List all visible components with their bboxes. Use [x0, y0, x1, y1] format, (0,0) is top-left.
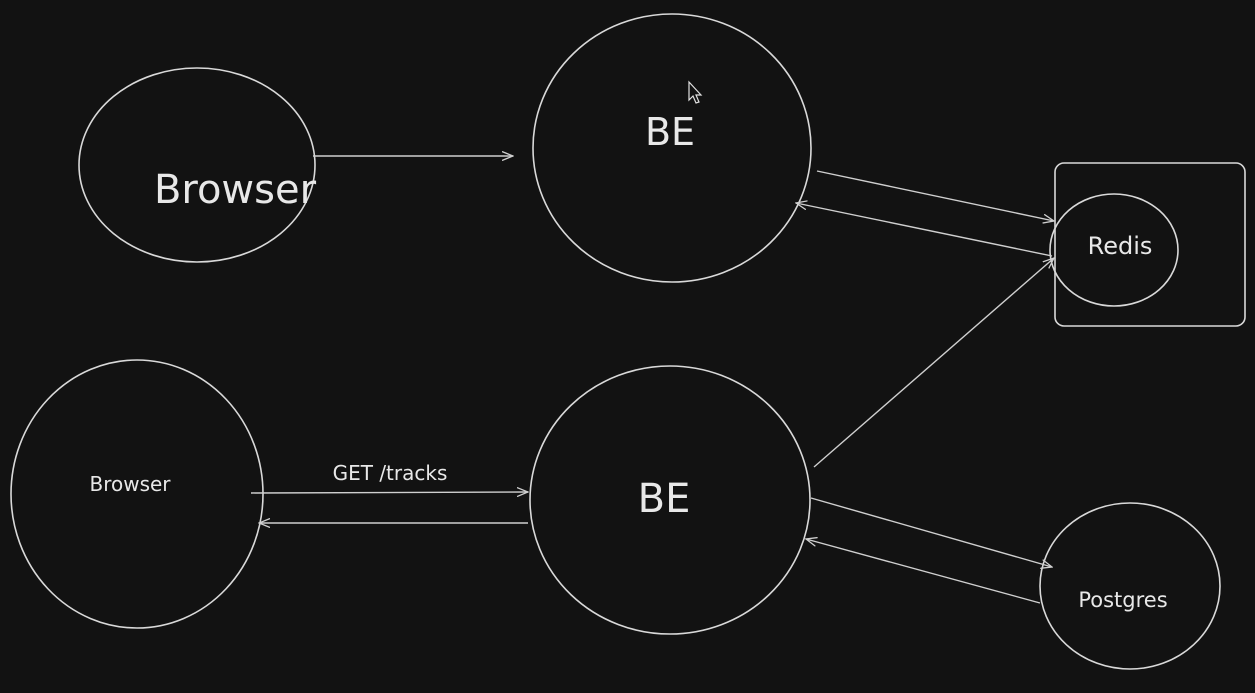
- browser-top-label: Browser: [154, 167, 317, 213]
- redis-label: Redis: [1088, 232, 1153, 260]
- edge-postgres-to-be-bottom: [806, 539, 1041, 604]
- browser-bottom-label: Browser: [89, 472, 171, 496]
- edge-be-bottom-to-postgres: [810, 497, 1052, 567]
- be-top-label: BE: [645, 110, 695, 154]
- edge-redis-to-be-top: [796, 203, 1053, 257]
- postgres-label: Postgres: [1078, 588, 1167, 612]
- browser-top-node[interactable]: [78, 67, 316, 263]
- be-top-node[interactable]: [532, 13, 812, 283]
- postgres-node[interactable]: [1039, 502, 1221, 670]
- edge-label-get-tracks: GET /tracks: [333, 461, 448, 485]
- redis-container[interactable]: [1054, 162, 1246, 327]
- be-bottom-node[interactable]: [529, 365, 811, 635]
- edge-be-bottom-to-redis: [813, 258, 1054, 468]
- browser-bottom-node[interactable]: [10, 359, 264, 629]
- mouse-cursor-icon: [688, 80, 703, 104]
- edge-be-top-to-redis: [816, 170, 1054, 221]
- edge-browser-bottom-to-be-bottom: [250, 492, 528, 493]
- redis-node[interactable]: [1049, 193, 1179, 307]
- be-bottom-label: BE: [638, 476, 691, 522]
